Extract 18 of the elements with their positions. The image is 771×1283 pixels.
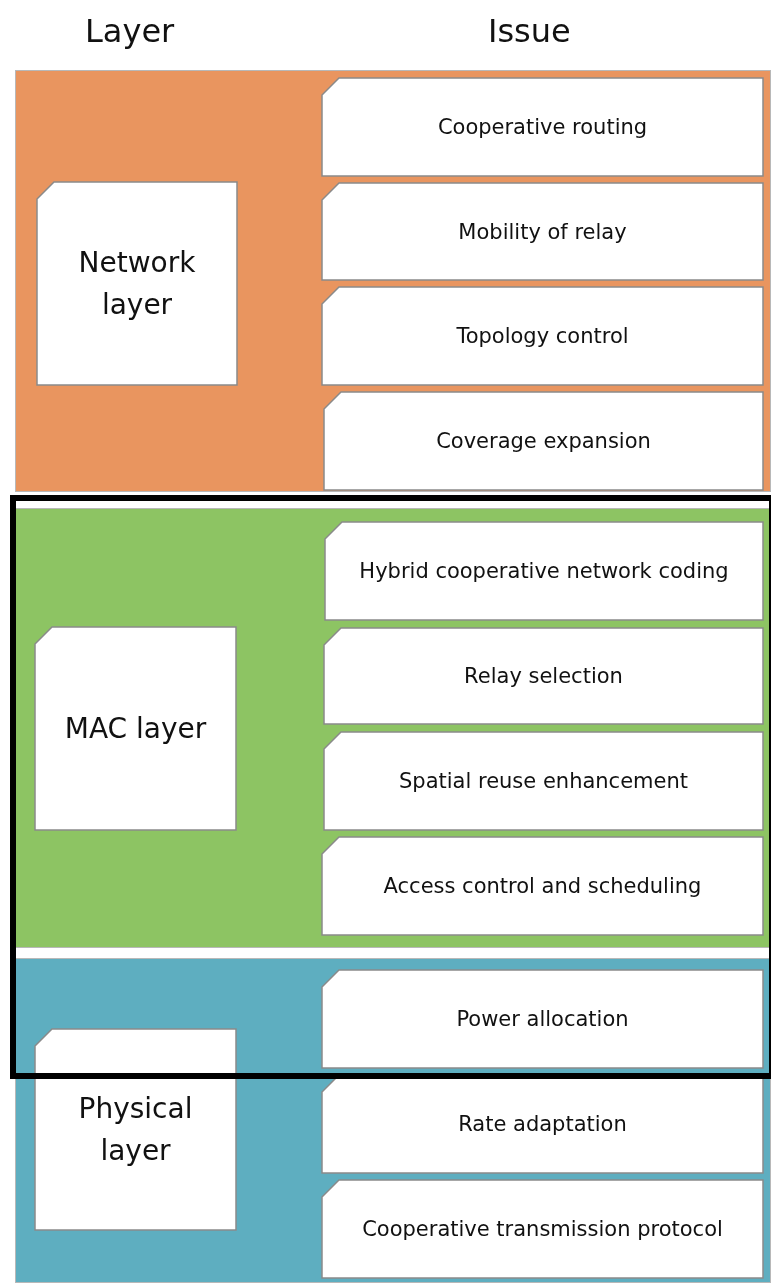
- issue-box: Coverage expansion: [323, 391, 764, 491]
- issue-box: Relay selection: [323, 627, 764, 725]
- layer-box: MAC layer: [34, 626, 237, 831]
- layer-box: Network layer: [36, 181, 238, 386]
- issue-box: Cooperative routing: [321, 77, 764, 177]
- issue-box: Hybrid cooperative network coding: [324, 521, 764, 621]
- layer-band: [15, 508, 771, 948]
- column-header: Layer: [85, 12, 175, 50]
- issue-box: Access control and scheduling: [321, 836, 764, 936]
- column-header: Issue: [488, 12, 571, 50]
- layer-band: [15, 958, 771, 1283]
- issue-box: Spatial reuse enhancement: [323, 731, 764, 831]
- layer-band: [15, 70, 771, 492]
- layer-box: Physical layer: [34, 1028, 237, 1231]
- issue-box: Cooperative transmission protocol: [321, 1179, 764, 1279]
- issue-box: Mobility of relay: [321, 182, 764, 281]
- issue-box: Power allocation: [321, 969, 764, 1069]
- issue-box: Topology control: [321, 286, 764, 386]
